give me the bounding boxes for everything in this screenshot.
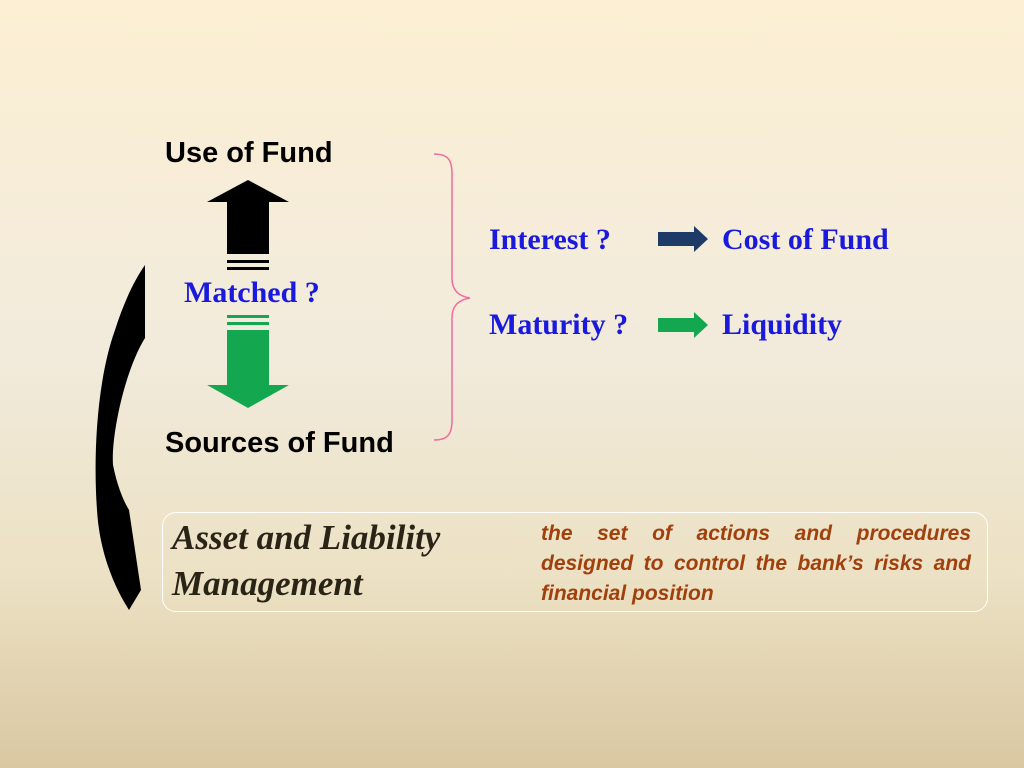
sources-of-fund-label: Sources of Fund bbox=[165, 427, 394, 459]
use-of-fund-label: Use of Fund bbox=[165, 137, 333, 169]
curved-arrow-icon bbox=[95, 265, 145, 610]
alm-title: Asset and Liability Management bbox=[172, 515, 512, 607]
arrow-right-icon bbox=[658, 312, 708, 338]
maturity-label: Maturity ? bbox=[489, 308, 629, 341]
alm-description: the set of actions and procedures design… bbox=[541, 522, 971, 605]
arrow-down-icon bbox=[207, 315, 289, 408]
matched-label: Matched ? bbox=[184, 276, 320, 309]
alm-title-line2: Management bbox=[172, 564, 363, 603]
alm-definition-box bbox=[162, 512, 988, 612]
arrow-right-icon bbox=[658, 226, 708, 252]
liquidity-label: Liquidity bbox=[722, 308, 843, 341]
cost-of-fund-label: Cost of Fund bbox=[722, 223, 889, 256]
alm-title-line1: Asset and Liability bbox=[172, 518, 441, 557]
interest-label: Interest ? bbox=[489, 223, 611, 256]
brace-icon bbox=[433, 153, 471, 441]
arrow-up-icon bbox=[207, 180, 289, 270]
